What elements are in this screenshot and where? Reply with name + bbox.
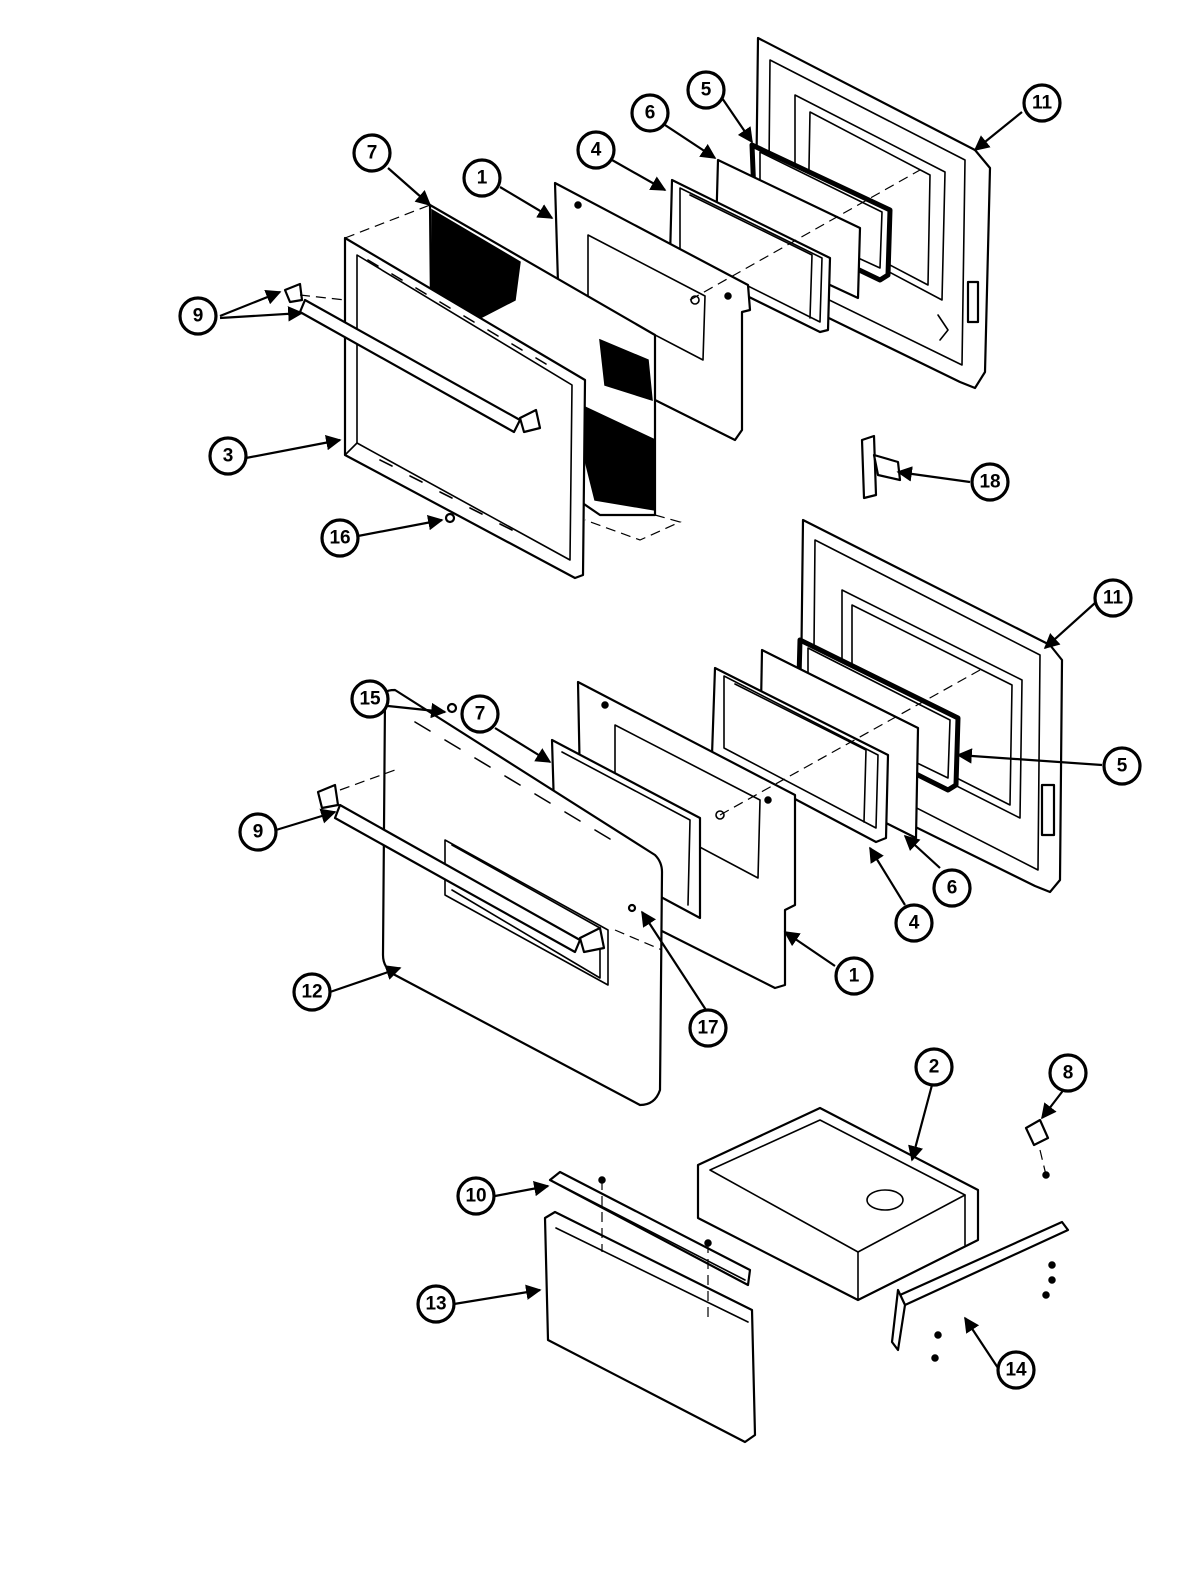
- callout-10: 10: [456, 1176, 496, 1216]
- callout-label: 12: [301, 982, 322, 1003]
- drawer-front-bracket: [548, 1170, 752, 1287]
- callout-2: 2: [914, 1047, 954, 1087]
- callout-label: 10: [465, 1186, 486, 1207]
- callout-14: 14: [996, 1350, 1036, 1390]
- callout-11-upper: 11: [1022, 83, 1062, 123]
- callout-6-upper: 6: [630, 93, 670, 133]
- callout-label: 1: [477, 168, 488, 189]
- callout-7-lower: 7: [460, 694, 500, 734]
- callout-label: 17: [697, 1018, 718, 1039]
- callout-label: 9: [193, 306, 204, 327]
- drawer-box: [696, 1106, 980, 1302]
- callout-label: 11: [1032, 93, 1053, 114]
- slide-bracket: [1024, 1118, 1050, 1147]
- lower-door-screw: [446, 702, 458, 714]
- drawer-front-panel: [543, 1210, 757, 1444]
- upper-door-handle: [283, 282, 542, 434]
- callout-label: 5: [1117, 756, 1128, 777]
- callout-6-lower: 6: [932, 868, 972, 908]
- callout-16: 16: [320, 518, 360, 558]
- callout-label: 9: [253, 822, 264, 843]
- callout-17: 17: [688, 1008, 728, 1048]
- callout-11-lower: 11: [1093, 578, 1133, 618]
- callout-label: 3: [223, 446, 234, 467]
- callout-label: 5: [701, 80, 712, 101]
- callout-5-upper: 5: [686, 70, 726, 110]
- upper-frame-screw: [444, 512, 456, 524]
- callout-label: 4: [909, 913, 920, 934]
- upper-door-assembly: [283, 36, 992, 580]
- callout-label: 1: [849, 966, 860, 987]
- callout-13: 13: [416, 1284, 456, 1324]
- door-handle-screw: [627, 903, 637, 913]
- drawer-slide: [890, 1220, 1070, 1352]
- callout-1-upper: 1: [462, 158, 502, 198]
- callout-9-lower: 9: [238, 812, 278, 852]
- callout-label: 6: [645, 103, 656, 124]
- lower-door-handle: [316, 783, 606, 954]
- callout-bubbles: 7 1 4 6 5 11 9 3 16 18 11 15 7 9 5 6 4 1…: [178, 70, 1142, 1390]
- callout-1-lower: 1: [834, 956, 874, 996]
- callout-label: 7: [367, 143, 378, 164]
- callout-label: 14: [1005, 1360, 1027, 1381]
- callout-7-upper: 7: [352, 133, 392, 173]
- lower-glass-frame: [710, 666, 890, 844]
- callout-18: 18: [970, 462, 1010, 502]
- callout-label: 7: [475, 704, 486, 725]
- callout-label: 16: [329, 528, 350, 549]
- callout-3: 3: [208, 436, 248, 476]
- lower-door-assembly: [316, 518, 1064, 1107]
- callout-5-lower: 5: [1102, 746, 1142, 786]
- callout-label: 13: [425, 1294, 446, 1315]
- callout-label: 11: [1103, 588, 1124, 609]
- upper-outer-door-frame: [343, 236, 587, 580]
- callout-leaders: [219, 97, 1103, 1369]
- callout-9-upper: 9: [178, 296, 218, 336]
- callout-8: 8: [1048, 1053, 1088, 1093]
- callout-label: 6: [947, 878, 958, 899]
- callout-4-lower: 4: [894, 903, 934, 943]
- callout-4-upper: 4: [576, 130, 616, 170]
- callout-12: 12: [292, 972, 332, 1012]
- callout-label: 2: [929, 1057, 940, 1078]
- callout-label: 8: [1063, 1063, 1074, 1084]
- callout-15: 15: [350, 679, 390, 719]
- door-hinge: [860, 434, 902, 500]
- callout-label: 4: [591, 140, 602, 161]
- callout-label: 15: [359, 689, 381, 710]
- callout-label: 18: [979, 472, 1000, 493]
- drawer-assembly: [543, 1106, 1070, 1444]
